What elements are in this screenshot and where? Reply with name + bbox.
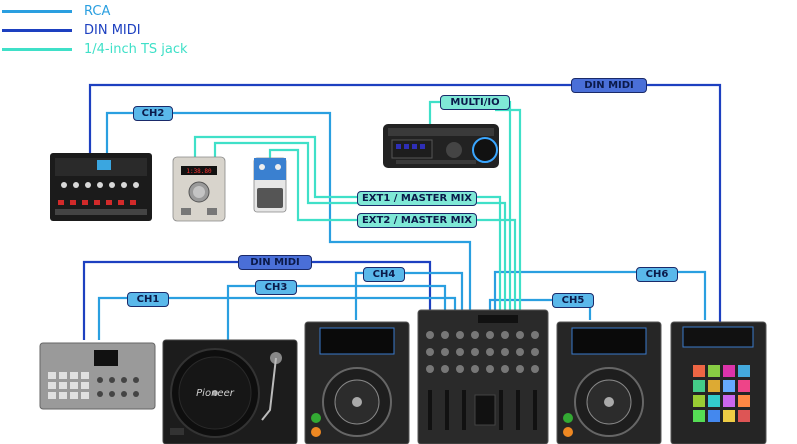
midi-cable-top <box>88 83 722 325</box>
synth-keyboard <box>50 153 152 221</box>
label-ext1: EXT1 / MASTER MIX <box>357 191 477 206</box>
label-ext2: EXT2 / MASTER MIX <box>357 213 477 228</box>
turntable: Pioneer <box>162 339 298 444</box>
cdj-player-right <box>556 321 662 444</box>
svg-text:1:38.80: 1:38.80 <box>186 168 212 175</box>
rca-cable-ch2 <box>105 111 472 310</box>
legend-rca: RCA <box>0 4 110 19</box>
dj-mixer <box>417 309 549 444</box>
rca-cable-ch3 <box>226 284 447 340</box>
jack-cable-ext1-send <box>193 135 502 310</box>
rca-cable-ch4 <box>354 271 464 320</box>
rmx-effector <box>383 124 499 168</box>
jack-cable-multi-io-return <box>495 108 522 310</box>
legend-din-midi-line <box>2 29 72 32</box>
stomp-pedal <box>253 157 287 213</box>
pad-sampler <box>670 321 767 444</box>
legend-din-midi-label: DIN MIDI <box>84 23 141 38</box>
drum-machine <box>39 342 156 410</box>
rca-cable-ch5 <box>488 298 592 320</box>
cdj-player-left <box>304 321 410 444</box>
label-ch2: CH2 <box>133 106 173 121</box>
label-ch3: CH3 <box>255 280 297 295</box>
rca-cable-ch6 <box>493 270 707 320</box>
label-ch5: CH5 <box>552 293 594 308</box>
label-ch1: CH1 <box>127 292 169 307</box>
turntable-brand: Pioneer <box>196 388 235 399</box>
label-ch4: CH4 <box>363 267 405 282</box>
legend-rca-label: RCA <box>84 4 111 19</box>
label-multi-io: MULTI/IO <box>440 95 510 110</box>
legend-ts-jack-line <box>2 48 72 51</box>
jack-cable-ext2 <box>268 148 517 310</box>
legend-rca-line <box>2 10 72 13</box>
label-din-midi-mid: DIN MIDI <box>238 255 312 270</box>
effects-unit: 1:38.80 <box>172 156 226 222</box>
rca-cable-ch1 <box>97 296 457 340</box>
legend-din-midi: DIN MIDI <box>0 23 141 38</box>
legend-ts-jack: 1/4-inch TS jack <box>0 42 188 57</box>
label-ch6: CH6 <box>636 267 678 282</box>
rca-cables <box>97 111 707 340</box>
legend-ts-jack-label: 1/4-inch TS jack <box>84 42 188 57</box>
label-din-midi-top: DIN MIDI <box>571 78 647 93</box>
